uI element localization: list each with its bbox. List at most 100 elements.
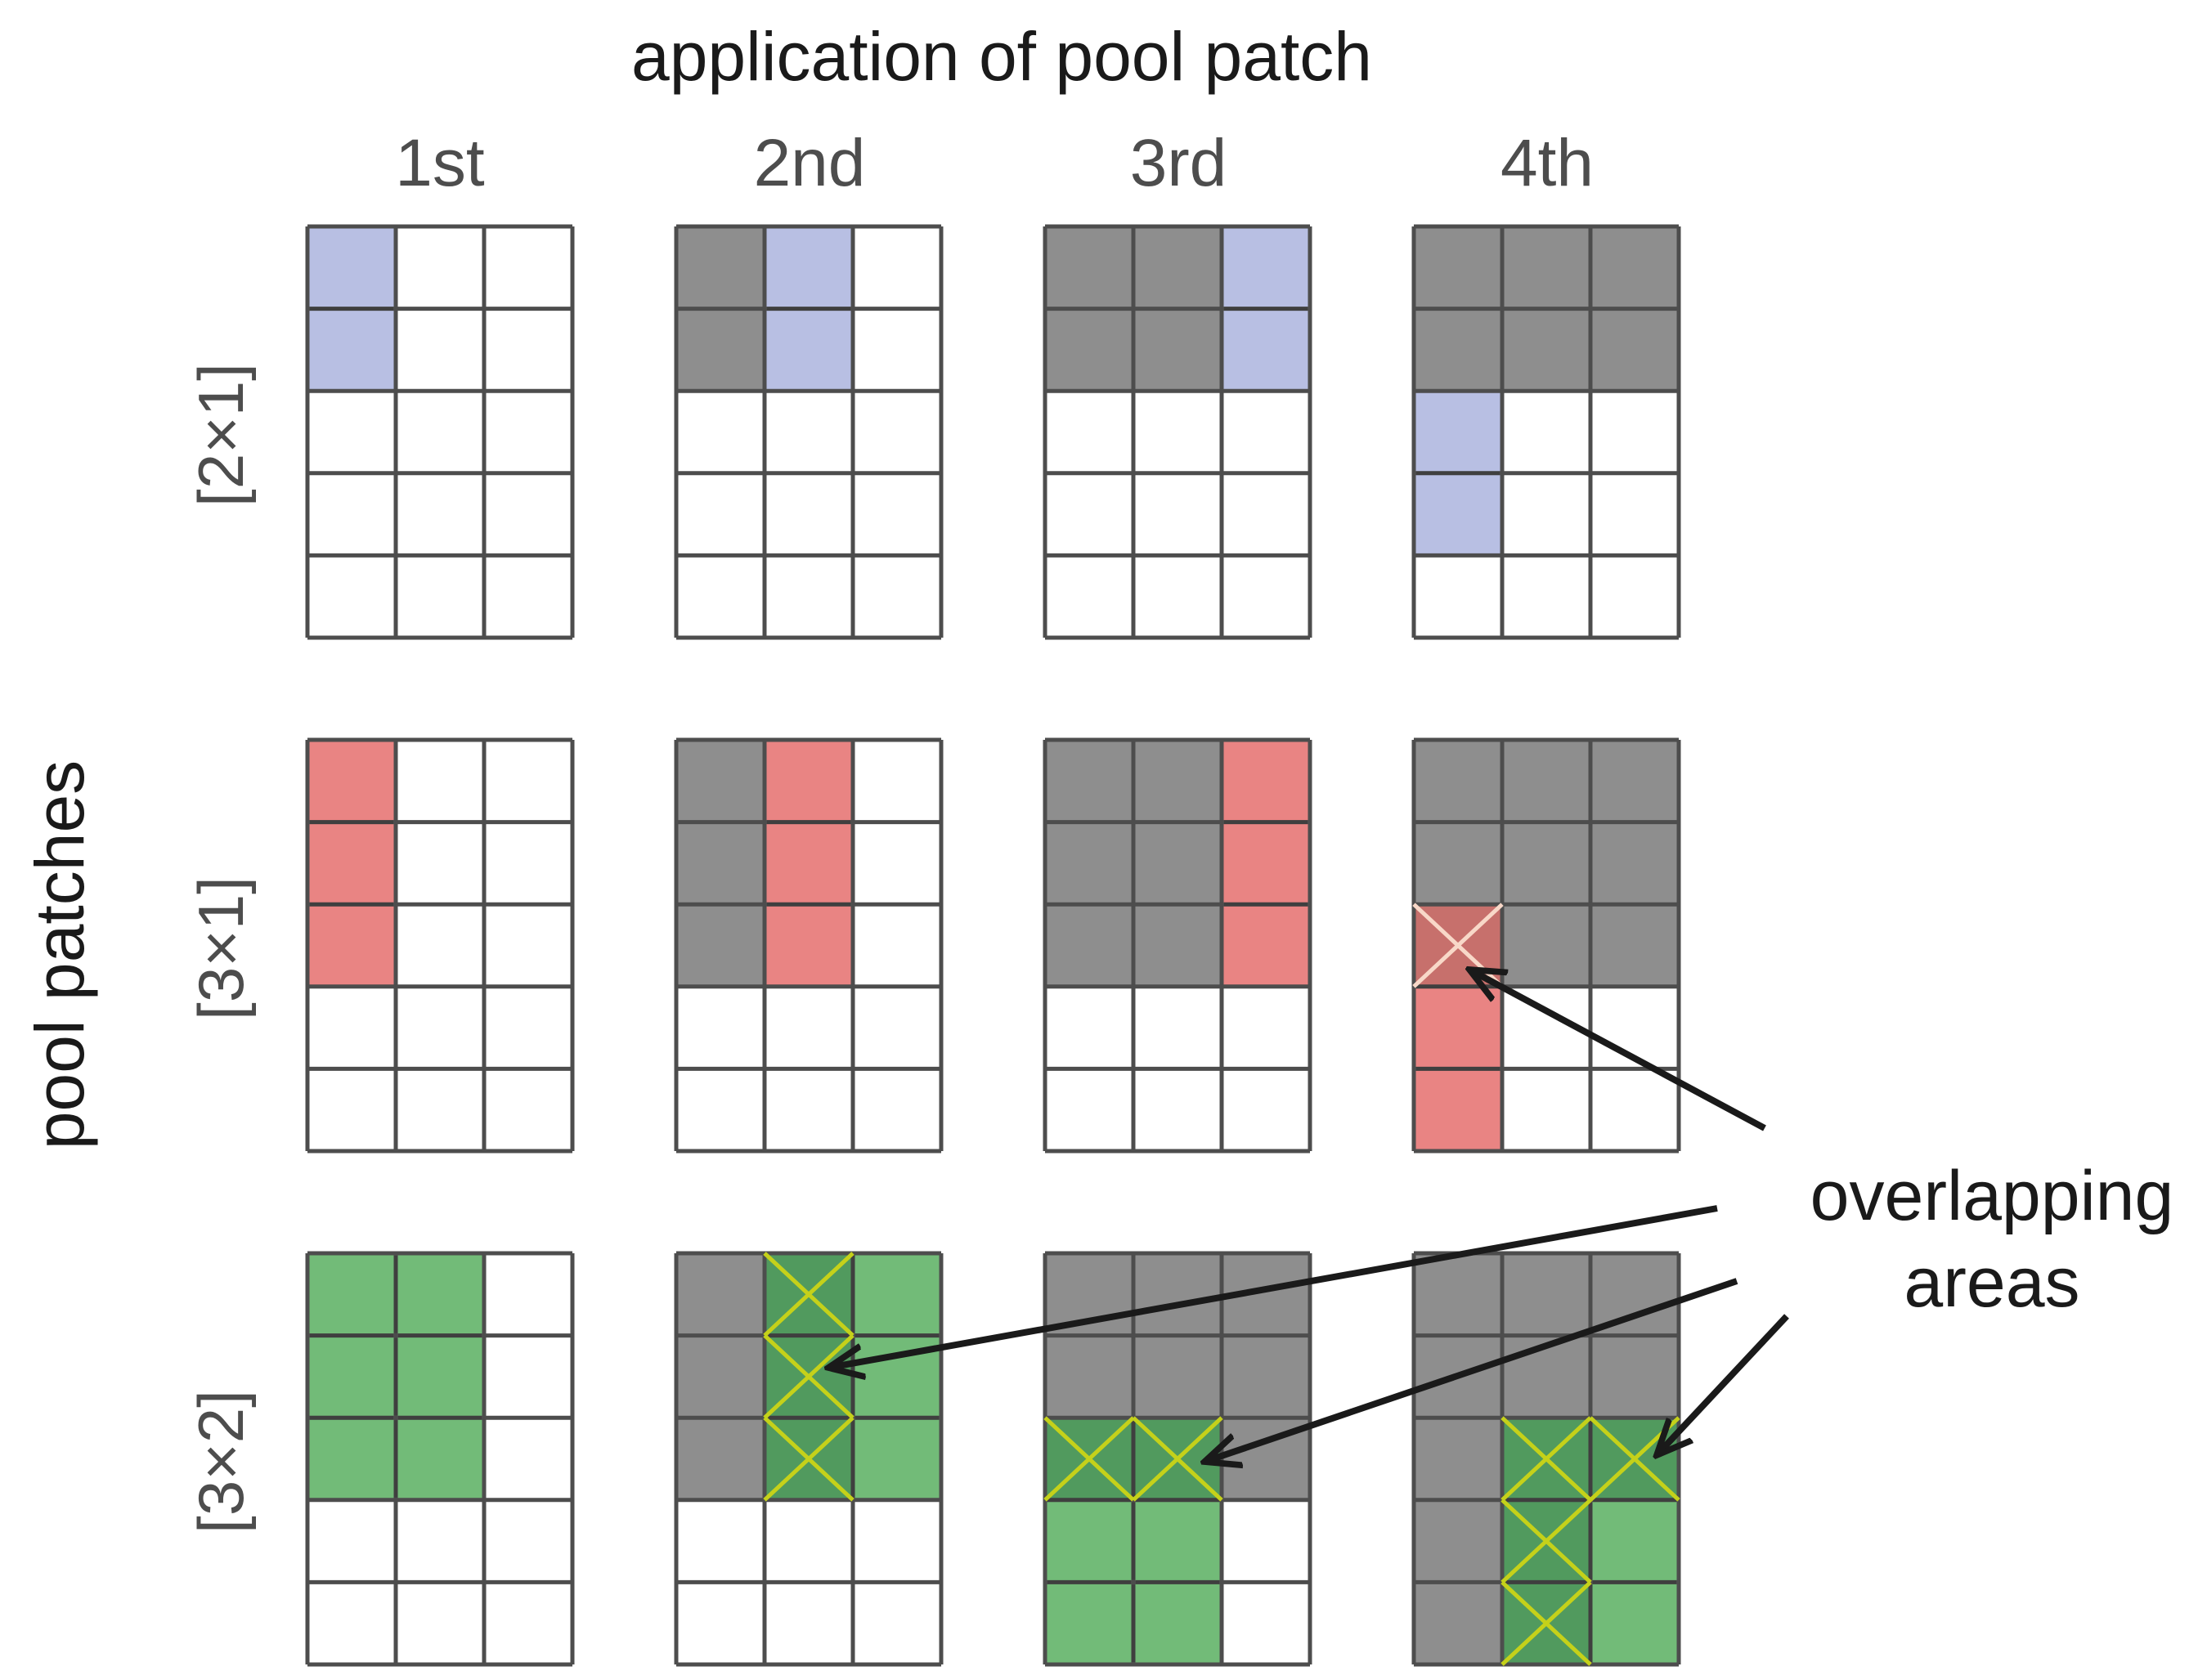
cell-patch [1590,1499,1679,1583]
grid-2x1-1st [305,224,575,640]
cell-empty [484,904,572,987]
cell-patch [1414,391,1502,473]
cell-used [1414,308,1502,392]
cell-used [1133,740,1222,822]
overlap-cross [1412,903,1504,988]
grid-3x1-3rd [1043,737,1312,1154]
cell-empty [1045,1068,1133,1151]
grid-2x1-2nd [674,224,944,640]
cell-empty [676,555,765,638]
cell-patch [1222,308,1310,392]
cell-patch [765,740,853,822]
cell-empty [1045,555,1133,638]
cell-empty [1133,986,1222,1069]
cell-empty [853,740,941,822]
diagram-title: application of pool patch [631,18,1372,95]
cell-used [1502,740,1590,822]
cell-empty [396,904,484,987]
cell-patch [1045,1582,1133,1664]
cell-used [1133,308,1222,392]
cell-empty [676,986,765,1069]
row-label-3x1: [3×1] [185,876,257,1020]
cell-empty [307,986,396,1069]
cell-empty [1502,1068,1590,1151]
cell-used [676,822,765,905]
cell-patch [853,1418,941,1500]
cell-used [1590,1335,1679,1418]
cell-empty [484,391,572,473]
cell-used [1133,1335,1222,1418]
cell-empty [307,391,396,473]
cell-patch [307,822,396,905]
cell-patch [765,226,853,309]
cell-empty [484,226,572,309]
cell-empty [1222,1068,1310,1151]
cell-empty [307,1499,396,1583]
cell-used [1045,740,1133,822]
cell-empty [484,1068,572,1151]
cell-empty [484,1335,572,1418]
cell-empty [765,391,853,473]
cell-used [1133,904,1222,987]
cell-used [1414,1418,1502,1500]
cell-empty [484,986,572,1069]
annotation-line1: overlapping [1810,1157,2174,1235]
cell-empty [853,555,941,638]
cell-patch [1222,740,1310,822]
cell-empty [484,1499,572,1583]
cell-empty [853,308,941,392]
cell-empty [1133,555,1222,638]
cell-patch [1414,473,1502,556]
cell-empty [396,1068,484,1151]
cell-used [1502,904,1590,987]
grid-2x1-3rd [1043,224,1312,640]
column-label-2nd: 2nd [754,126,866,200]
cell-used [1502,226,1590,309]
cell-empty [484,1418,572,1500]
cell-empty [853,391,941,473]
cell-empty [396,226,484,309]
cell-empty [676,1582,765,1664]
cell-used [1133,822,1222,905]
cell-used [1590,822,1679,905]
cell-empty [676,1499,765,1583]
row-label-2x1: [2×1] [185,363,257,507]
cell-empty [853,822,941,905]
cell-empty [1045,473,1133,556]
cell-used [676,740,765,822]
grid-3x1-1st [305,737,575,1154]
cell-used [1590,1253,1679,1336]
cell-empty [484,308,572,392]
cell-empty [765,986,853,1069]
cell-used [676,308,765,392]
cell-empty [307,1068,396,1151]
cell-empty [307,473,396,556]
cell-empty [1590,555,1679,638]
cell-empty [676,391,765,473]
cell-empty [1045,986,1133,1069]
cell-empty [307,1582,396,1664]
cell-empty [853,1499,941,1583]
cell-used [1590,904,1679,987]
cell-used [1414,1499,1502,1583]
cell-empty [396,391,484,473]
cell-empty [1222,473,1310,556]
column-label-1st: 1st [395,126,485,200]
cell-patch [1590,1582,1679,1664]
cell-empty [765,1499,853,1583]
cell-empty [1590,1068,1679,1151]
overlap-cross [1043,1416,1135,1502]
cell-empty [1222,391,1310,473]
cell-used [1414,1253,1502,1336]
overlap-cross [763,1416,855,1502]
cell-empty [765,1582,853,1664]
cell-empty [1502,391,1590,473]
cell-patch [1222,904,1310,987]
cell-empty [1414,555,1502,638]
cell-patch [1222,226,1310,309]
grid-3x2-4th [1411,1251,1681,1667]
cell-patch [307,1253,396,1336]
cell-empty [1590,473,1679,556]
cell-empty [1502,555,1590,638]
cell-empty [765,473,853,556]
